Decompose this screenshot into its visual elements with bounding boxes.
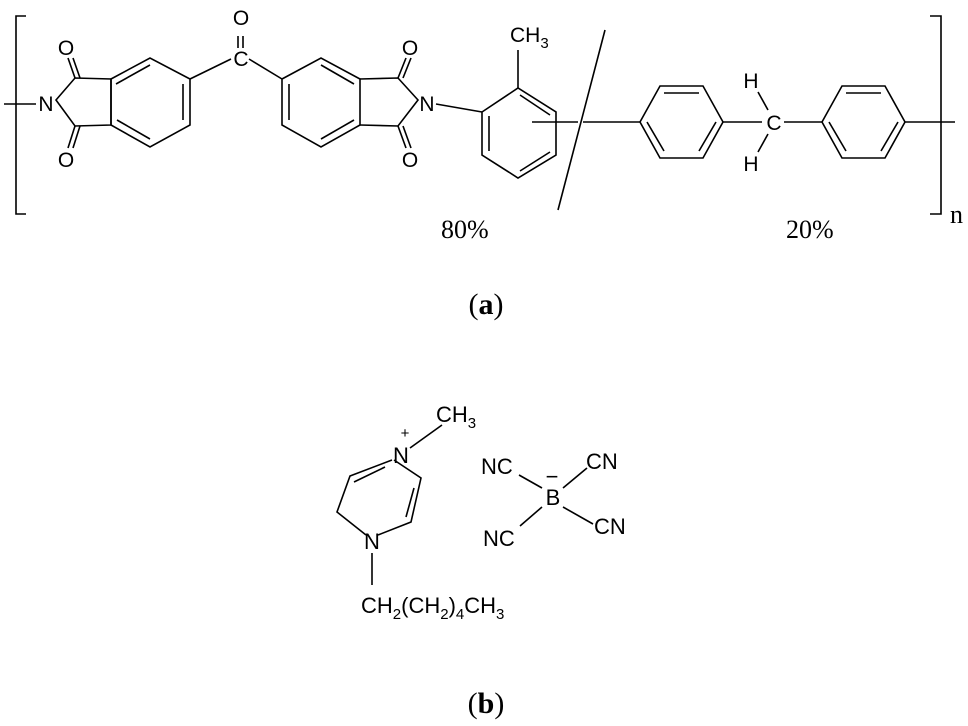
cyano-top-left: NC bbox=[481, 454, 513, 479]
positive-charge: + bbox=[401, 425, 410, 442]
imidazolium-ring bbox=[336, 459, 422, 536]
panel-a-atom-labels: N O O O C O O N CH3 H C H bbox=[38, 7, 781, 176]
panel-a-annotations: 80% 20% n bbox=[441, 200, 963, 244]
atom-h-top: H bbox=[743, 70, 758, 93]
right-bracket bbox=[930, 15, 942, 215]
hexyl-chain: CH2(CH2)4CH3 bbox=[361, 593, 504, 623]
cation-methyl: CH3 bbox=[436, 402, 476, 432]
cyano-top-right: CN bbox=[586, 449, 618, 474]
fraction-80-label: 80% bbox=[441, 215, 489, 244]
atom-c-methylene: C bbox=[766, 112, 781, 135]
boron-atom: B bbox=[546, 485, 561, 510]
atom-c-ketone: C bbox=[233, 48, 248, 71]
atom-o-ketone: O bbox=[233, 7, 249, 30]
negative-charge: − bbox=[546, 464, 559, 489]
panel-a-polymer-structure bbox=[4, 15, 955, 215]
right-benzene-ring bbox=[281, 57, 361, 148]
toluene-ring bbox=[481, 87, 557, 179]
left-bracket bbox=[15, 15, 26, 215]
panel-b-caption: (b) bbox=[468, 687, 505, 720]
panel-a-caption: (a) bbox=[469, 288, 504, 321]
cyano-bottom-right: CN bbox=[594, 514, 626, 539]
left-imide-ring bbox=[54, 77, 112, 127]
segment-divider bbox=[557, 29, 606, 211]
imidazolium-n-plus: N bbox=[393, 443, 409, 468]
cyano-bottom-left: NC bbox=[483, 526, 515, 551]
atom-o-right-bottom: O bbox=[402, 149, 418, 172]
mda-left-ring bbox=[639, 85, 724, 159]
left-benzene-ring bbox=[110, 57, 191, 148]
mda-right-ring bbox=[821, 85, 906, 159]
repeat-subscript-n: n bbox=[950, 200, 963, 229]
atom-n-right: N bbox=[419, 93, 434, 116]
fraction-20-label: 20% bbox=[786, 215, 834, 244]
panel-b-atom-labels: N + N CH3 CH2(CH2)4CH3 B − NC CN NC CN bbox=[361, 402, 626, 623]
atom-n-left: N bbox=[38, 93, 53, 116]
atom-o-left-top: O bbox=[58, 37, 74, 60]
atom-o-right-top: O bbox=[402, 37, 418, 60]
atom-h-bottom: H bbox=[743, 153, 758, 176]
right-imide-ring bbox=[359, 77, 420, 127]
methyl-group: CH3 bbox=[510, 24, 549, 52]
imidazolium-n: N bbox=[364, 529, 380, 554]
atom-o-left-bottom: O bbox=[58, 149, 74, 172]
panel-b-ionic-liquid bbox=[336, 424, 594, 585]
